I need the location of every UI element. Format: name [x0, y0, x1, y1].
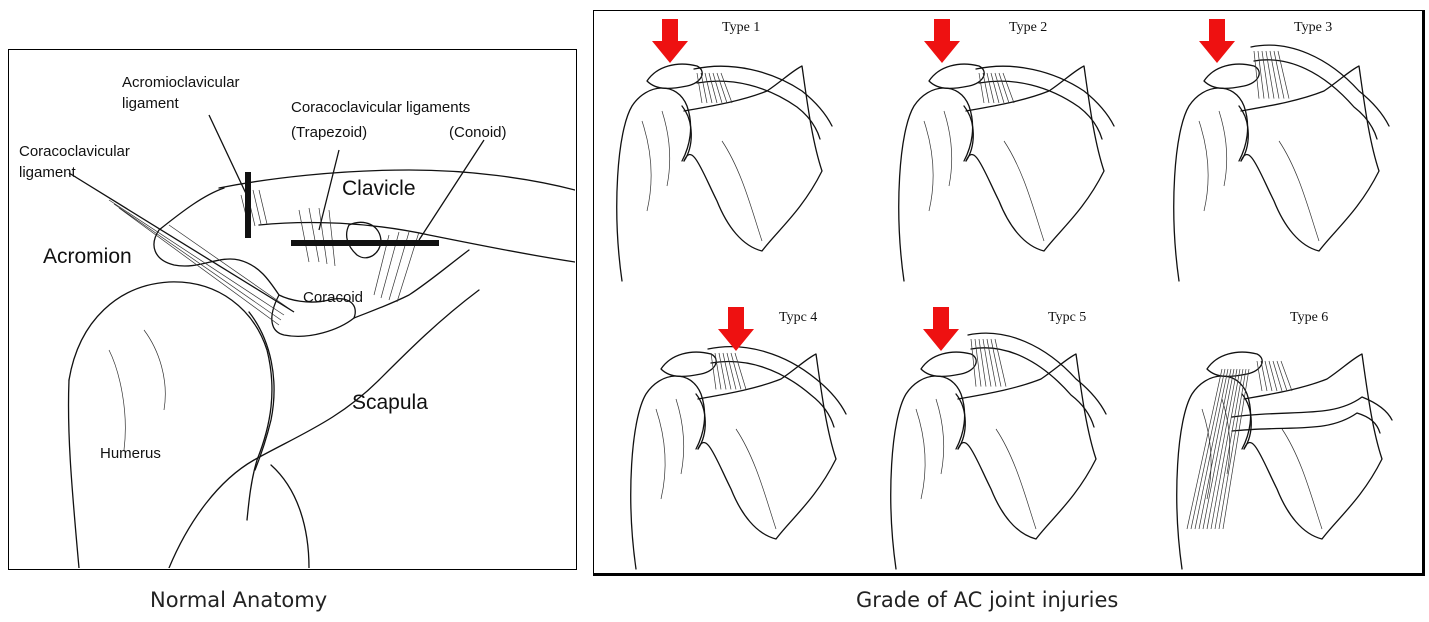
ligament-fibres — [711, 353, 746, 389]
anatomy-drawing: Acromioclavicular ligament Coracoclavicu… — [9, 50, 575, 568]
normal-anatomy-figure: Acromioclavicular ligament Coracoclavicu… — [8, 49, 577, 570]
humerus-outline — [69, 282, 272, 520]
ligament-fibres — [109, 190, 419, 325]
type-label-2: Type 2 — [1009, 20, 1047, 35]
red-arrow-icon — [923, 307, 959, 351]
clavicle-outline — [1232, 397, 1392, 420]
label-conoid: (Conoid) — [449, 124, 507, 141]
label-cc-ligament-2: ligament — [19, 164, 77, 181]
type-label-4: Typc 4 — [779, 310, 817, 325]
clavicle-outline — [694, 66, 832, 126]
label-acromion: Acromion — [43, 245, 132, 268]
ligament-fibres — [979, 73, 1014, 103]
humerus-outline — [617, 88, 691, 281]
label-cc-ligaments: Coracoclavicular ligaments — [291, 99, 470, 116]
red-arrow-icon — [652, 19, 688, 63]
ligament-fibres — [697, 73, 732, 103]
scapula-outline — [1241, 66, 1379, 251]
label-clavicle: Clavicle — [342, 177, 416, 200]
label-coracoid: Coracoid — [303, 289, 363, 306]
grade-cell-3: Type 3 — [1174, 19, 1389, 281]
grade-cell-1: Type 1 — [617, 19, 832, 281]
acromion-outline — [1207, 352, 1262, 376]
caption-normal-anatomy: Normal Anatomy — [150, 588, 327, 612]
caption-ac-grades: Grade of AC joint injuries — [856, 588, 1118, 612]
clavicle-outline — [976, 66, 1114, 126]
grade-cell-5: Typc 5 — [891, 307, 1106, 569]
scapula-outline — [698, 354, 836, 539]
humerus-outline — [899, 88, 973, 281]
scapula-outline — [958, 354, 1096, 539]
ligament-fibres — [1187, 361, 1292, 529]
acromion-outline — [647, 64, 702, 88]
ac-ligament-marker — [245, 172, 251, 238]
grade-cell-4: Typc 4 — [631, 307, 846, 569]
cc-ligament-marker — [291, 240, 439, 246]
grades-drawing: Type 1 Type 2 Type 3 Typc 4 Typc 5 Type 6 — [594, 11, 1422, 573]
label-ac-ligament-2: ligament — [122, 95, 180, 112]
acromion-outline — [929, 64, 984, 88]
scapula-outline — [684, 66, 822, 251]
label-humerus: Humerus — [100, 445, 161, 462]
humerus-outline — [891, 376, 965, 569]
grade-cell-6: Type 6 — [1177, 310, 1392, 569]
humerus-outline — [631, 376, 705, 569]
grade-cell-2: Type 2 — [899, 19, 1114, 281]
label-ac-ligament-1: Acromioclavicular — [122, 74, 240, 91]
acromion-outline — [661, 352, 716, 376]
ac-injury-grades-figure: Type 1 Type 2 Type 3 Typc 4 Typc 5 Type 6 — [593, 10, 1425, 576]
type-label-3: Type 3 — [1294, 20, 1332, 35]
acromion-outline — [1204, 64, 1259, 88]
acromion-outline — [921, 352, 976, 376]
type-label-5: Typc 5 — [1048, 310, 1086, 325]
label-cc-ligament-1: Coracoclavicular — [19, 143, 130, 160]
red-arrow-icon — [1199, 19, 1235, 63]
scapula-outline — [1244, 354, 1382, 539]
label-trapezoid: (Trapezoid) — [291, 124, 367, 141]
humerus-outline — [1174, 88, 1248, 281]
type-label-1: Type 1 — [722, 20, 760, 35]
label-scapula: Scapula — [352, 391, 428, 414]
red-arrow-icon — [924, 19, 960, 63]
scapula-outline — [169, 290, 479, 568]
type-label-6: Type 6 — [1290, 310, 1328, 325]
red-arrow-icon — [718, 307, 754, 351]
scapula-outline — [966, 66, 1104, 251]
